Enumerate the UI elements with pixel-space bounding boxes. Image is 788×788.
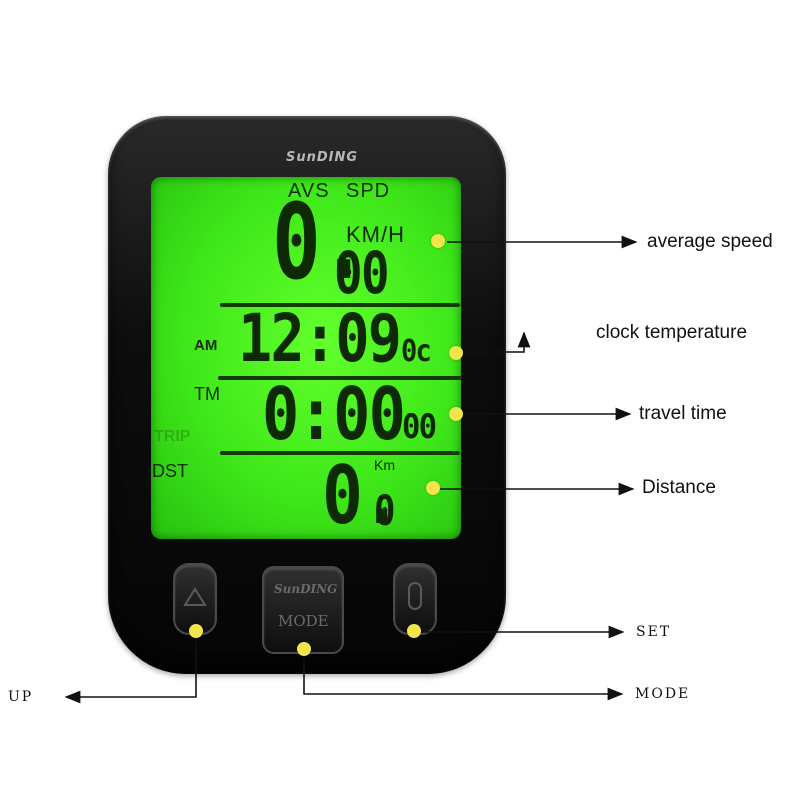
lcd-distance-unit: Km [374, 457, 395, 473]
lcd-ghost-trip: TRIP [154, 428, 191, 445]
label-up: UP [8, 689, 34, 705]
lcd-clock-am: AM [194, 337, 218, 354]
lcd-speed-main: 0. [272, 181, 368, 303]
lcd-distance-dst: DST [152, 461, 188, 481]
mode-button-label: MODE [278, 612, 329, 630]
brand-logo: SunDING [286, 150, 359, 165]
label-set: SET [636, 624, 672, 640]
label-distance: Distance [642, 477, 716, 498]
travel-time-dot [449, 407, 463, 421]
average-speed-dot [431, 234, 445, 248]
lcd-screen [151, 177, 461, 539]
lcd-clock-value: 12:09 [238, 300, 402, 377]
lcd-divider-3 [220, 451, 460, 455]
label-average-speed: average speed [647, 231, 773, 252]
up-arrow-icon [183, 587, 207, 606]
mode-button-brand: SunDING [274, 582, 338, 596]
label-travel-time: travel time [639, 403, 727, 424]
set-toggle-icon [408, 582, 422, 610]
up-button[interactable] [173, 563, 217, 635]
lcd-distance-decimal: 0 [374, 486, 396, 535]
distance-dot [426, 481, 440, 495]
lcd-header-spd: SPD [346, 180, 391, 202]
lcd-temperature: 0c [401, 334, 432, 369]
lcd-travel-seconds: 00 [402, 407, 437, 447]
set-button[interactable] [393, 563, 437, 635]
mode-button[interactable]: SunDING MODE [262, 566, 344, 654]
mode-button-dot [297, 642, 311, 656]
lcd-travel-time: 0:00 [262, 372, 406, 456]
up-button-dot [189, 624, 203, 638]
lcd-distance-main: 0. [322, 449, 402, 542]
label-mode: MODE [635, 686, 691, 702]
clock-temperature-arrow [456, 331, 531, 353]
clock-temperature-dot [449, 346, 463, 360]
up-arrow-line [64, 632, 197, 704]
label-clock-temperature: clock temperature [596, 322, 748, 343]
lcd-divider-2 [218, 376, 462, 380]
lcd-divider-1 [220, 303, 460, 307]
lcd-header-avs: AVS [288, 180, 330, 202]
set-button-dot [407, 624, 421, 638]
mode-arrow [303, 650, 624, 701]
lcd-speed-decimals: 00 [334, 239, 390, 307]
lcd-speed-unit: KM/H [346, 222, 405, 247]
lcd-time-tm: TM [194, 384, 220, 404]
